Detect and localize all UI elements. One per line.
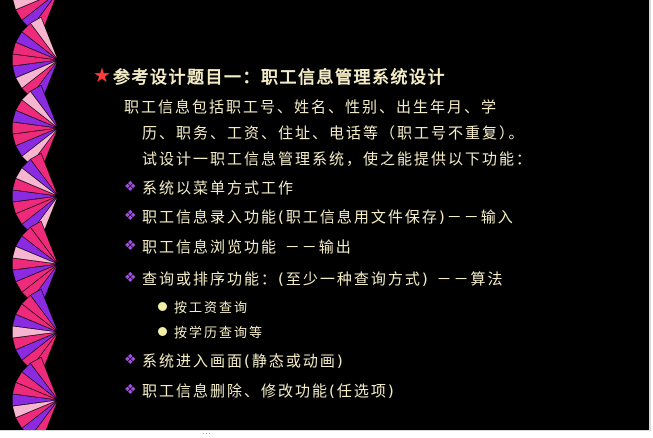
fan-cluster — [12, 356, 59, 430]
diamond-bullet-icon: ❖ — [124, 352, 137, 368]
fan-blade — [29, 220, 59, 265]
diamond-bullet-icon: ❖ — [124, 270, 137, 286]
title-row: ★ 参考设计题目一：职工信息管理系统设计 — [93, 60, 446, 90]
bullet-text: 职工信息浏览功能 －－输出 — [142, 237, 353, 256]
sub-bullet-item: 按工资查询 — [158, 296, 249, 316]
bullet-item: ❖ 职工信息录入功能(职工信息用文件保存)－－输入 — [124, 204, 515, 228]
fan-blade — [29, 84, 59, 129]
fan-cluster — [12, 288, 59, 376]
dot-bullet-icon — [158, 301, 167, 311]
resize-grip-icon[interactable]: ··· — [202, 430, 212, 438]
bullet-text: 系统以菜单方式工作 — [142, 178, 296, 197]
slide-title: 参考设计题目一：职工信息管理系统设计 — [113, 67, 446, 88]
sub-bullet-text: 按学历查询等 — [174, 325, 265, 341]
intro-line-2: 历、职务、工资、住址、电话等（职工号不重复）。 — [142, 124, 526, 142]
fan-cluster — [12, 16, 59, 104]
sub-bullet-item: 按学历查询等 — [158, 321, 264, 341]
fan-decoration — [12, 0, 59, 430]
dot-bullet-icon — [158, 326, 167, 336]
diamond-bullet-icon: ❖ — [124, 208, 137, 224]
fan-cluster — [12, 220, 59, 308]
sub-bullet-text: 按工资查询 — [174, 300, 250, 316]
bullet-text: 职工信息录入功能(职工信息用文件保存)－－输入 — [142, 207, 515, 226]
fan-cluster — [12, 84, 59, 172]
bullet-text: 查询或排序功能：(至少一种查询方式) －－算法 — [142, 269, 505, 288]
intro-line-3: 试设计一职工信息管理系统，使之能提供以下功能： — [142, 150, 534, 168]
bullet-text: 系统进入画面(静态或动画) — [142, 351, 345, 370]
fan-blade — [29, 152, 59, 197]
bullet-item: ❖ 职工信息删除、修改功能(任选项) — [124, 378, 396, 402]
star-icon: ★ — [93, 63, 111, 87]
bullet-item: ❖ 查询或排序功能：(至少一种查询方式) －－算法 — [124, 266, 504, 290]
diamond-bullet-icon: ❖ — [124, 179, 137, 195]
bullet-text: 职工信息删除、修改功能(任选项) — [142, 381, 396, 400]
bullet-item: ❖ 系统进入画面(静态或动画) — [124, 348, 345, 372]
fan-blade — [29, 16, 59, 61]
fan-blade — [29, 356, 59, 401]
diamond-bullet-icon: ❖ — [124, 238, 137, 254]
status-bar — [0, 431, 653, 438]
bullet-item: ❖ 系统以菜单方式工作 — [124, 175, 295, 199]
intro-line-1: 职工信息包括职工号、姓名、性别、出生年月、学 — [124, 98, 499, 116]
bullet-item: ❖ 职工信息浏览功能 －－输出 — [124, 234, 353, 258]
diamond-bullet-icon: ❖ — [124, 382, 137, 398]
fan-blade — [12, 0, 40, 11]
fan-blade — [29, 288, 59, 333]
